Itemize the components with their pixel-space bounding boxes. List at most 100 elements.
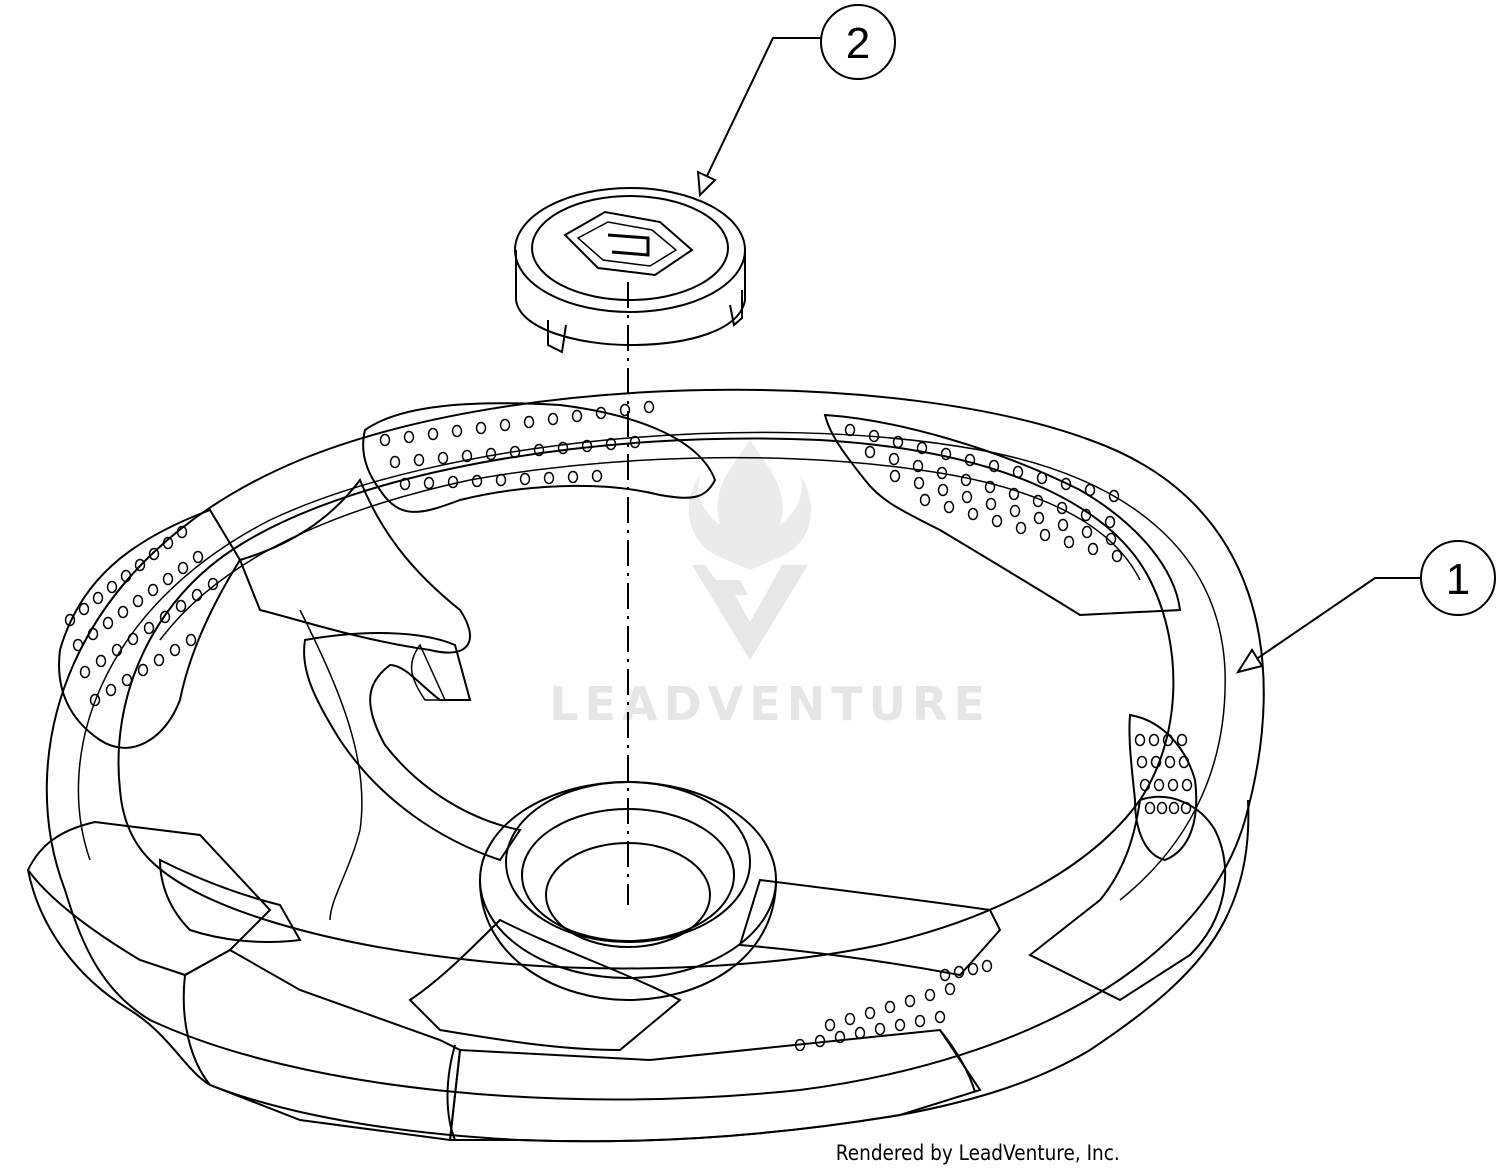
- perforation-dot: [64, 613, 76, 627]
- perforation-dot: [471, 474, 483, 488]
- wheel-grip-seam-1: [446, 1044, 456, 1141]
- perforation-dot: [1012, 465, 1024, 479]
- perforation-dot: [147, 583, 159, 597]
- credit-text: Rendered by LeadVenture, Inc.: [835, 1141, 1120, 1165]
- perforation-dot: [162, 572, 174, 586]
- perforation-dot: [834, 1030, 846, 1044]
- perforation-dot: [1162, 733, 1174, 747]
- perforation-dot: [1111, 549, 1123, 563]
- perforation-dot: [509, 445, 521, 459]
- perforation-dot: [399, 477, 411, 491]
- callout-1-arrowhead: [1235, 648, 1264, 674]
- perforation-dot: [953, 965, 965, 979]
- perforation-dot: [1180, 801, 1192, 815]
- perforation-dot: [605, 437, 617, 451]
- steering-wheel-drawing: [26, 388, 1265, 1143]
- wheel-grip-right: [1028, 795, 1227, 1002]
- perforation-dot: [427, 427, 439, 441]
- watermark-v-icon: [692, 565, 808, 660]
- perforation-dot: [1104, 515, 1116, 529]
- perforation-dot: [1080, 508, 1092, 522]
- perforation-dot: [1181, 778, 1193, 792]
- perforation-dot: [1153, 778, 1165, 792]
- perforation-dot: [1178, 755, 1190, 769]
- callout-2-arrowhead: [696, 170, 717, 198]
- perforation-dot: [619, 403, 631, 417]
- perforation-dot: [92, 591, 104, 605]
- perforation-dot: [939, 968, 951, 982]
- perforation-dot: [874, 1022, 886, 1036]
- perforation-dot: [934, 1010, 946, 1024]
- perforation-dot: [1176, 733, 1188, 747]
- perforation-dot: [132, 594, 144, 608]
- perforation-dot: [95, 654, 107, 668]
- perforation-dot: [595, 406, 607, 420]
- watermark-text: LEADVENTURE: [549, 677, 991, 731]
- wheel-grip-right-lower: [1128, 713, 1198, 862]
- perforation-dot: [916, 441, 928, 455]
- perforation-dot: [185, 633, 197, 647]
- perforation-dot: [1039, 528, 1051, 542]
- perforation-dot: [944, 982, 956, 996]
- perforation-dot: [889, 469, 901, 483]
- perforation-dot: [1108, 489, 1120, 503]
- perforation-dot: [1056, 501, 1068, 515]
- perforation-dot: [89, 693, 101, 707]
- perforation-dot: [1081, 525, 1093, 539]
- perforation-dot: [864, 1006, 876, 1020]
- perforation-dot: [1060, 477, 1072, 491]
- cap-logo-mark-icon: [607, 233, 650, 257]
- watermark-flame-icon: [688, 440, 812, 570]
- perforation-dot: [191, 588, 203, 602]
- callout-1-number: 1: [1446, 555, 1470, 604]
- perforation-dot: [1009, 504, 1021, 518]
- perforation-dot: [523, 415, 535, 429]
- perforation-dot: [960, 473, 972, 487]
- perforation-dot: [904, 994, 916, 1008]
- perforation-dot: [87, 627, 99, 641]
- perforation-dot: [159, 610, 171, 624]
- perforation-dot: [413, 453, 425, 467]
- perforation-dot: [437, 451, 449, 465]
- perforation-dot: [912, 459, 924, 473]
- perforation-dot: [447, 475, 459, 489]
- perforation-dot: [854, 1026, 866, 1040]
- cap-top-inner: [531, 195, 729, 301]
- perforation-dot: [1136, 755, 1148, 769]
- perforation-dot: [888, 452, 900, 466]
- perforation-dot: [967, 962, 979, 976]
- cap-clip-right: [729, 290, 743, 327]
- perforation-dot: [913, 476, 925, 490]
- watermark: LEADVENTURE: [549, 440, 991, 731]
- perforation-dot: [961, 490, 973, 504]
- perforation-dot: [924, 988, 936, 1002]
- callout-1: 1: [1235, 540, 1496, 674]
- wheel-grip-upper-left: [58, 508, 242, 749]
- perforation-dot: [1156, 801, 1168, 815]
- callout-1-leader: [1254, 577, 1421, 661]
- perforation-dot: [485, 447, 497, 461]
- perforation-dot: [134, 558, 146, 572]
- perforation-dot: [79, 665, 91, 679]
- perforation-dot: [814, 1034, 826, 1048]
- perforation-dot: [543, 471, 555, 485]
- perforation-dot: [844, 423, 856, 437]
- perforation-dot: [936, 466, 948, 480]
- perforation-dot: [884, 1000, 896, 1014]
- wheel-rim-outline-2: [77, 431, 1226, 901]
- perforation-dot: [1139, 778, 1151, 792]
- perforation-dot: [892, 435, 904, 449]
- wheel-spoke-right: [738, 878, 1002, 977]
- perforation-dot: [591, 469, 603, 483]
- perforation-dot: [169, 643, 181, 657]
- wheel-perforations: [64, 400, 1193, 1052]
- perforation-dot: [423, 476, 435, 490]
- callout-2: 2: [696, 4, 896, 198]
- center-cap-drawing: [514, 187, 746, 354]
- perforation-dot: [967, 507, 979, 521]
- perforation-dot: [571, 409, 583, 423]
- perforation-dot: [162, 536, 174, 550]
- perforation-dot: [864, 445, 876, 459]
- perforation-dot: [175, 599, 187, 613]
- perforation-dot: [844, 1012, 856, 1026]
